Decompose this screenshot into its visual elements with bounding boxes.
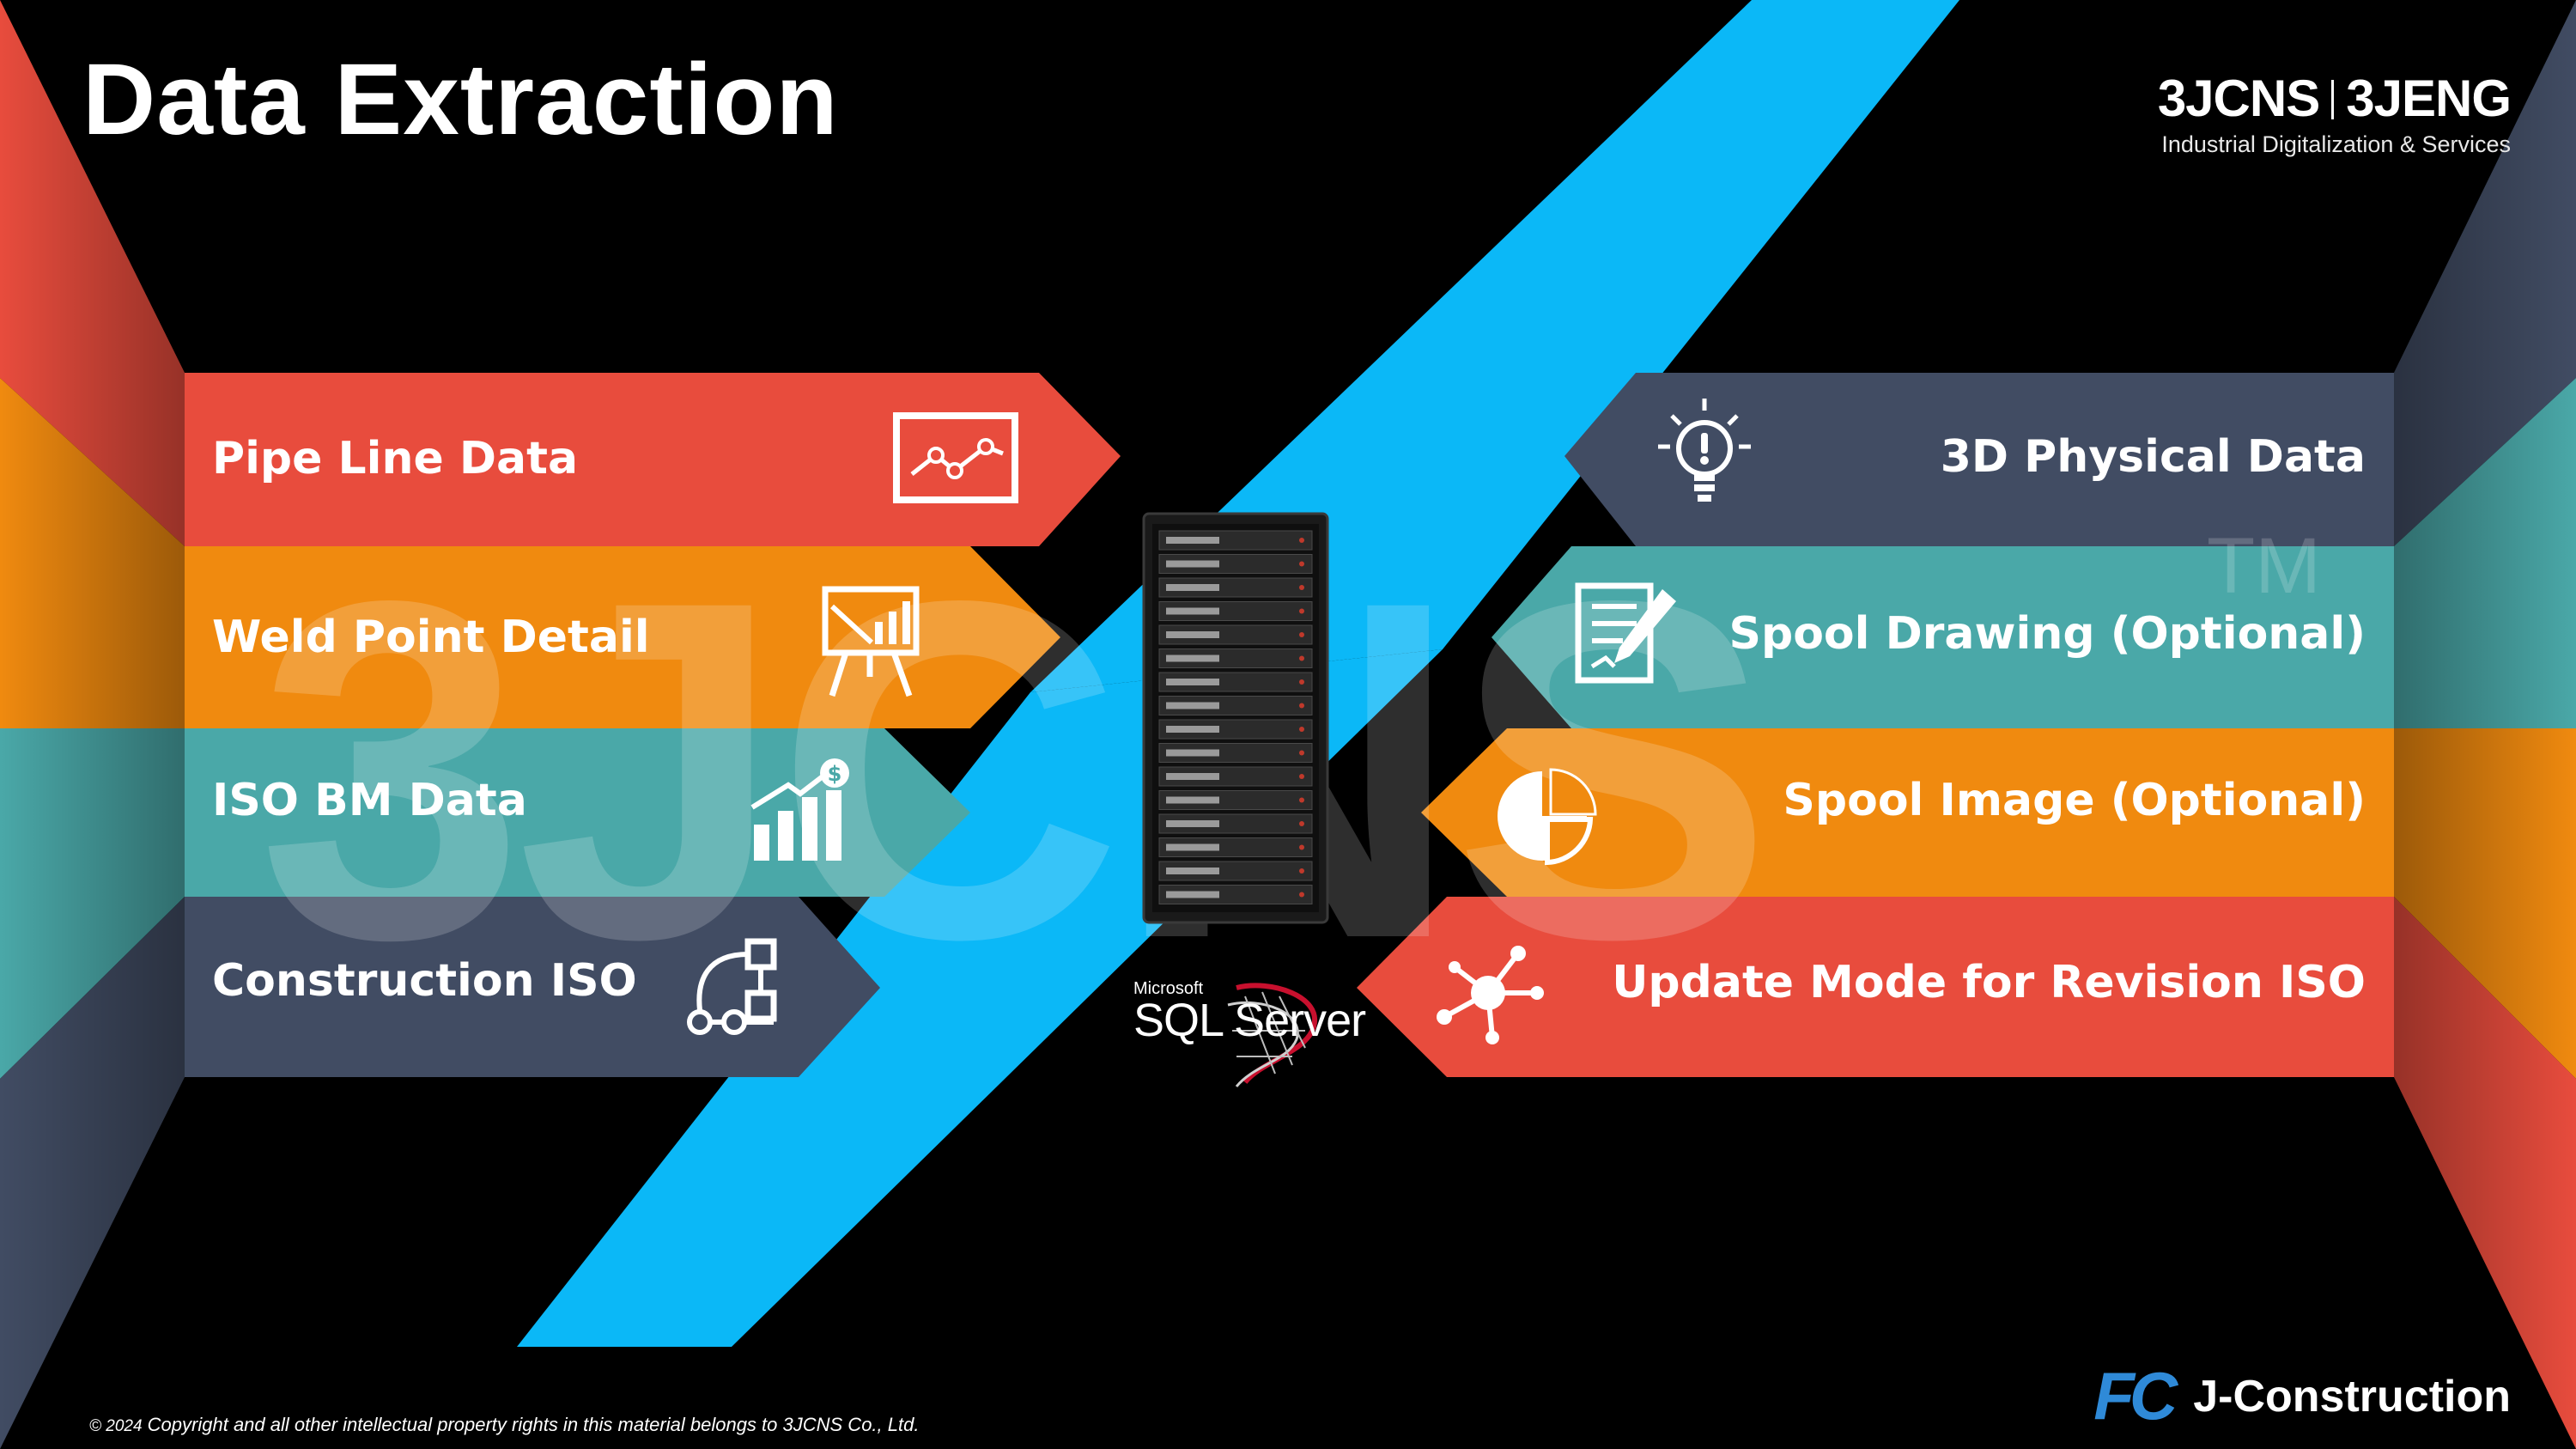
server-unit	[1158, 743, 1313, 763]
server-unit-led	[1299, 844, 1304, 850]
line-chart-icon	[893, 412, 1018, 503]
server-unit-slot	[1166, 773, 1219, 780]
label-update-mode-revision-iso: Update Mode for Revision ISO	[1612, 957, 2366, 1008]
sql-vendor: Microsoft	[1133, 979, 1204, 998]
copyright-year: © 2024	[89, 1417, 143, 1435]
server-unit-led	[1299, 797, 1304, 803]
server-unit-led	[1299, 774, 1304, 779]
sql-product: SQL Server	[1133, 995, 1366, 1046]
right-band-spool-drawing	[1492, 546, 2394, 728]
sql-server-logo-icon	[1227, 983, 1318, 1087]
server-unit-led	[1299, 727, 1304, 732]
server-unit	[1158, 861, 1313, 881]
page-title: Data Extraction	[82, 43, 839, 156]
company-logo: 3JCNS 3JENG Industrial Digitalization & S…	[2157, 69, 2512, 158]
server-unit	[1158, 624, 1313, 645]
server-unit-led	[1299, 538, 1304, 543]
logo-brand-right: 3JENG	[2346, 70, 2512, 127]
server-unit-led	[1299, 679, 1304, 685]
logo-tagline: Industrial Digitalization & Services	[2161, 131, 2511, 157]
server-unit-led	[1299, 750, 1304, 756]
label-construction-iso: Construction ISO	[212, 955, 637, 1007]
server-unit-led	[1299, 703, 1304, 709]
server-unit-slot	[1166, 843, 1219, 851]
logo-brand-left: 3JCNS	[2157, 70, 2320, 127]
server-unit	[1158, 696, 1313, 715]
label-spool-image: Spool Image (Optional)	[1783, 775, 2366, 826]
server-unit-slot	[1166, 868, 1219, 874]
server-unit-led	[1299, 608, 1304, 614]
server-unit-slot	[1166, 726, 1219, 733]
server-unit-slot	[1166, 560, 1219, 568]
server-unit-led	[1299, 892, 1304, 898]
server-unit-slot	[1166, 891, 1219, 898]
workflow-icon	[687, 938, 777, 1035]
copyright-footer: © 2024 Copyright and all other intellect…	[89, 1414, 919, 1436]
server-unit	[1158, 601, 1313, 621]
label-spool-drawing: Spool Drawing (Optional)	[1728, 608, 2366, 660]
label-3d-physical-data: 3D Physical Data	[1940, 431, 2366, 483]
server-unit	[1158, 648, 1313, 668]
server-unit	[1158, 554, 1313, 574]
right-wall	[2394, 0, 2576, 1449]
presentation-board-icon	[822, 586, 920, 697]
logo-brand: 3JCNS 3JENG	[2157, 69, 2512, 128]
server-unit-slot	[1166, 820, 1219, 827]
server-unit	[1158, 766, 1313, 787]
server-unit-led	[1299, 632, 1304, 637]
server-unit	[1158, 885, 1313, 904]
left-band-pipe-line	[185, 373, 1121, 546]
copyright-text: Copyright and all other intellectual pro…	[147, 1414, 920, 1435]
server-unit	[1158, 577, 1313, 598]
label-iso-bm-data: ISO BM Data	[212, 775, 527, 826]
server-unit-slot	[1166, 749, 1219, 757]
server-unit-led	[1299, 655, 1304, 661]
server-unit	[1158, 790, 1313, 810]
server-unit	[1158, 719, 1313, 740]
pie-chart-icon	[1498, 768, 1597, 866]
server-unit	[1158, 837, 1313, 857]
logo-separator	[2331, 80, 2335, 119]
server-unit-slot	[1166, 702, 1219, 709]
sql-server-logo: Microsoft SQL Server	[1133, 979, 1366, 1047]
left-wall	[0, 0, 185, 1449]
product-badge: FC J-Construction	[2093, 1357, 2511, 1435]
watermark-tm: TM	[2207, 522, 2321, 610]
server-unit	[1158, 813, 1313, 834]
fc-logo-icon: FC	[2093, 1357, 2178, 1435]
growth-chart-dollar-icon: $	[750, 758, 849, 861]
server-unit-led	[1299, 821, 1304, 826]
network-hub-icon	[1437, 946, 1544, 1044]
server-unit-slot	[1166, 631, 1219, 638]
label-weld-point-detail: Weld Point Detail	[212, 612, 650, 663]
server-rack-icon	[1142, 512, 1329, 924]
lightbulb-icon	[1658, 399, 1751, 502]
server-unit-led	[1299, 585, 1304, 590]
left-band-iso-bm	[185, 728, 970, 897]
server-unit-slot	[1166, 679, 1219, 685]
document-edit-icon	[1575, 582, 1676, 684]
svg-text:$: $	[828, 762, 842, 786]
server-unit-slot	[1166, 537, 1219, 544]
server-unit	[1158, 672, 1313, 692]
fc-logo-mark: FC	[2093, 1358, 2178, 1434]
label-pipe-line-data: Pipe Line Data	[212, 433, 579, 484]
server-unit-led	[1299, 561, 1304, 567]
server-unit-slot	[1166, 584, 1219, 591]
product-name: J-Construction	[2193, 1371, 2511, 1422]
right-band-update-mode	[1357, 897, 2394, 1077]
server-unit-led	[1299, 868, 1304, 874]
server-unit-slot	[1166, 654, 1219, 662]
right-band-spool-image	[1421, 728, 2394, 897]
right-band-3d-physical	[1564, 373, 2394, 546]
server-unit-slot	[1166, 796, 1219, 804]
server-unit	[1158, 530, 1313, 551]
server-unit-slot	[1166, 607, 1219, 615]
